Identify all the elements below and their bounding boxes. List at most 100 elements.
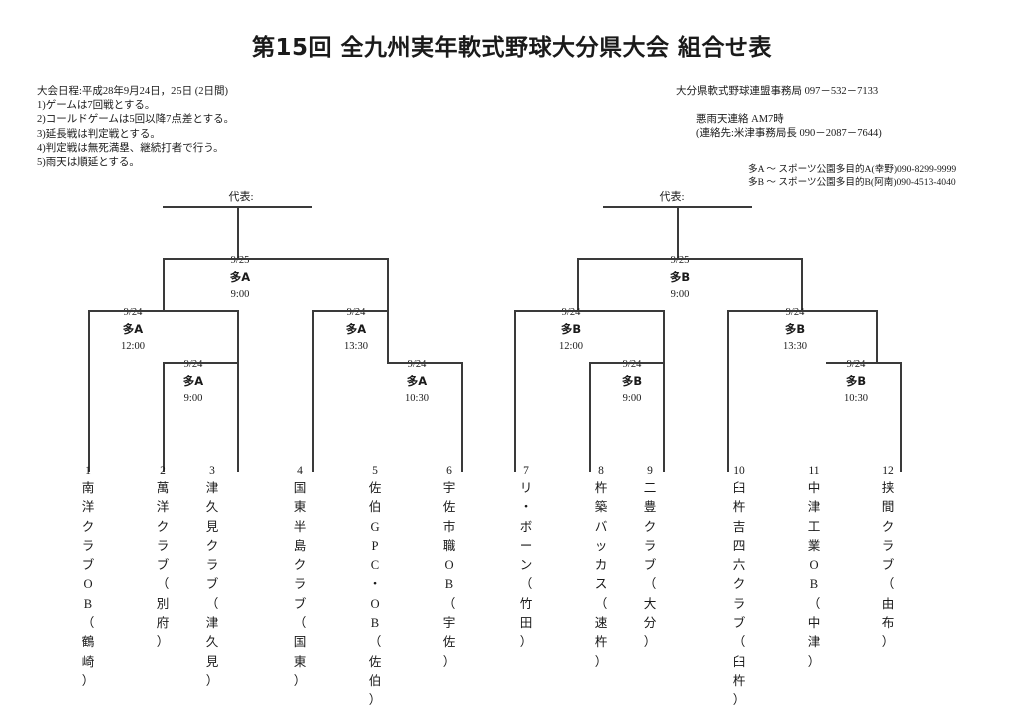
team-name-char: G [370, 519, 380, 534]
bracket-line [461, 362, 463, 472]
team-name-char: ラ [156, 538, 170, 553]
team-name-char: ） [594, 654, 608, 669]
bracket-line [577, 258, 579, 310]
team-name-char: 杵 [594, 481, 608, 495]
team-seed-number: 6 [446, 465, 452, 477]
team-seed-number: 12 [882, 465, 894, 477]
team-name-char: ブ [732, 616, 746, 631]
team-name-char: ク [732, 577, 746, 592]
bracket-line [312, 310, 314, 472]
team-name-char: ・ [368, 577, 382, 592]
team-name-char: ） [205, 673, 219, 688]
match-time: 9:00 [183, 393, 203, 404]
match-field: 多A [406, 374, 428, 388]
bracket-line [163, 362, 165, 472]
team-name-char: 津 [807, 500, 821, 515]
team-name-char: 津 [205, 616, 219, 631]
team-name-char: ） [156, 635, 170, 650]
match-date: 9/24 [123, 307, 143, 318]
team-name-char: 洋 [156, 500, 170, 515]
rules-line: 大会日程:平成28年9月24日，25日 (2日間) [37, 86, 229, 97]
team-name-char: 二 [643, 481, 657, 495]
team-name-char: 佐 [442, 635, 456, 650]
bracket-line [677, 206, 679, 258]
team-name-char: 佐 [368, 654, 382, 669]
match-date: 9/24 [846, 359, 866, 370]
team-name-char: 豊 [643, 500, 657, 515]
team-seed-number: 7 [523, 465, 529, 477]
team-name-char: ラ [205, 558, 219, 573]
team-name-char: B [370, 616, 380, 631]
team-name-char: 中 [807, 616, 821, 631]
bracket-line [727, 310, 729, 472]
bracket-line [801, 258, 803, 310]
team-name-char: 職 [442, 538, 456, 553]
team-name-char: 国 [293, 635, 307, 650]
team-name-char: 南 [81, 481, 95, 495]
team-name-char: C [370, 558, 380, 573]
team-name-char: （ [81, 616, 95, 631]
team-name-char: 萬 [156, 481, 170, 495]
team-name-char: ー [519, 538, 533, 553]
team-name-char: 宇 [442, 481, 456, 495]
bracket-line [237, 206, 239, 258]
match-field: 多A [229, 270, 251, 284]
team-name-char: （ [732, 635, 746, 650]
bracket-line [577, 258, 802, 260]
bracket-line [663, 310, 665, 362]
team-name-char: 工 [807, 519, 821, 534]
team-name-char: 佐 [368, 481, 382, 495]
bracket-line [237, 310, 239, 362]
venue-block: 多A ～ スポーツ公園多目的A(幸野)090-8299-9999 多B ～ スポ… [748, 163, 956, 190]
page-title: 第15回 全九州実年軟式野球大分県大会 組合せ表 [251, 35, 773, 61]
team-name-char: 築 [594, 500, 608, 515]
match-time: 13:30 [783, 341, 807, 352]
match-field: 多A [182, 374, 204, 388]
match-date: 9/25 [670, 255, 690, 266]
team-name-char: ） [519, 635, 533, 650]
team-name-char: 布 [881, 616, 895, 631]
match-field: 多B [845, 374, 867, 388]
team-seed-number: 1 [85, 465, 91, 477]
team-name-char: （ [368, 635, 382, 650]
team-name-char: 由 [881, 596, 895, 611]
contact-weather-line: 悪雨天連絡 AM7時 [696, 114, 784, 126]
contact-block: 大分県軟式野球連盟事務局 097－532－7133 悪雨天連絡 AM7時 (連絡… [676, 85, 882, 142]
team-name-char: ラ [293, 577, 307, 592]
team-name-char: 市 [442, 519, 456, 534]
team-name-char: 久 [205, 500, 219, 515]
team-name-char: 杵 [732, 500, 746, 515]
team-name-char: ク [643, 519, 657, 534]
team-name-char: 別 [156, 596, 170, 611]
team-name-char: （ [643, 577, 657, 592]
team-name-char: ） [881, 635, 895, 650]
team-name-char: 挟 [881, 481, 895, 495]
team-name-char: ） [81, 673, 95, 688]
match-date: 9/24 [561, 307, 581, 318]
team-name-char: ブ [81, 558, 95, 573]
bracket-line [514, 310, 516, 472]
team-name-char: ッ [594, 538, 608, 553]
venue-line-a: 多A ～ スポーツ公園多目的A(幸野)090-8299-9999 [748, 164, 957, 175]
team-name-char: 田 [519, 616, 533, 631]
team-name-char: ） [368, 693, 382, 708]
contact-person-line: (連絡先:米津事務局長 090－2087－7644) [696, 128, 882, 140]
tournament-rules-block: 大会日程:平成28年9月24日，25日 (2日間) 1)ゲームは7回戦とする。 … [37, 85, 234, 170]
bracket-line [163, 258, 388, 260]
representative-label-left: 代表: [228, 191, 254, 203]
bracket-line [88, 310, 238, 312]
match-box-left-qtr-2: 9/24 多A 10:30 [386, 356, 448, 407]
match-box-right-semi-1: 9/24 多B 12:00 [540, 304, 602, 355]
team-name-char: 東 [293, 500, 307, 515]
team-name-char: 見 [205, 519, 219, 534]
team-name-char: ） [442, 654, 456, 669]
bracket-line [163, 258, 165, 310]
rules-line: 3)延長戦は判定戦とする。 [37, 128, 161, 140]
